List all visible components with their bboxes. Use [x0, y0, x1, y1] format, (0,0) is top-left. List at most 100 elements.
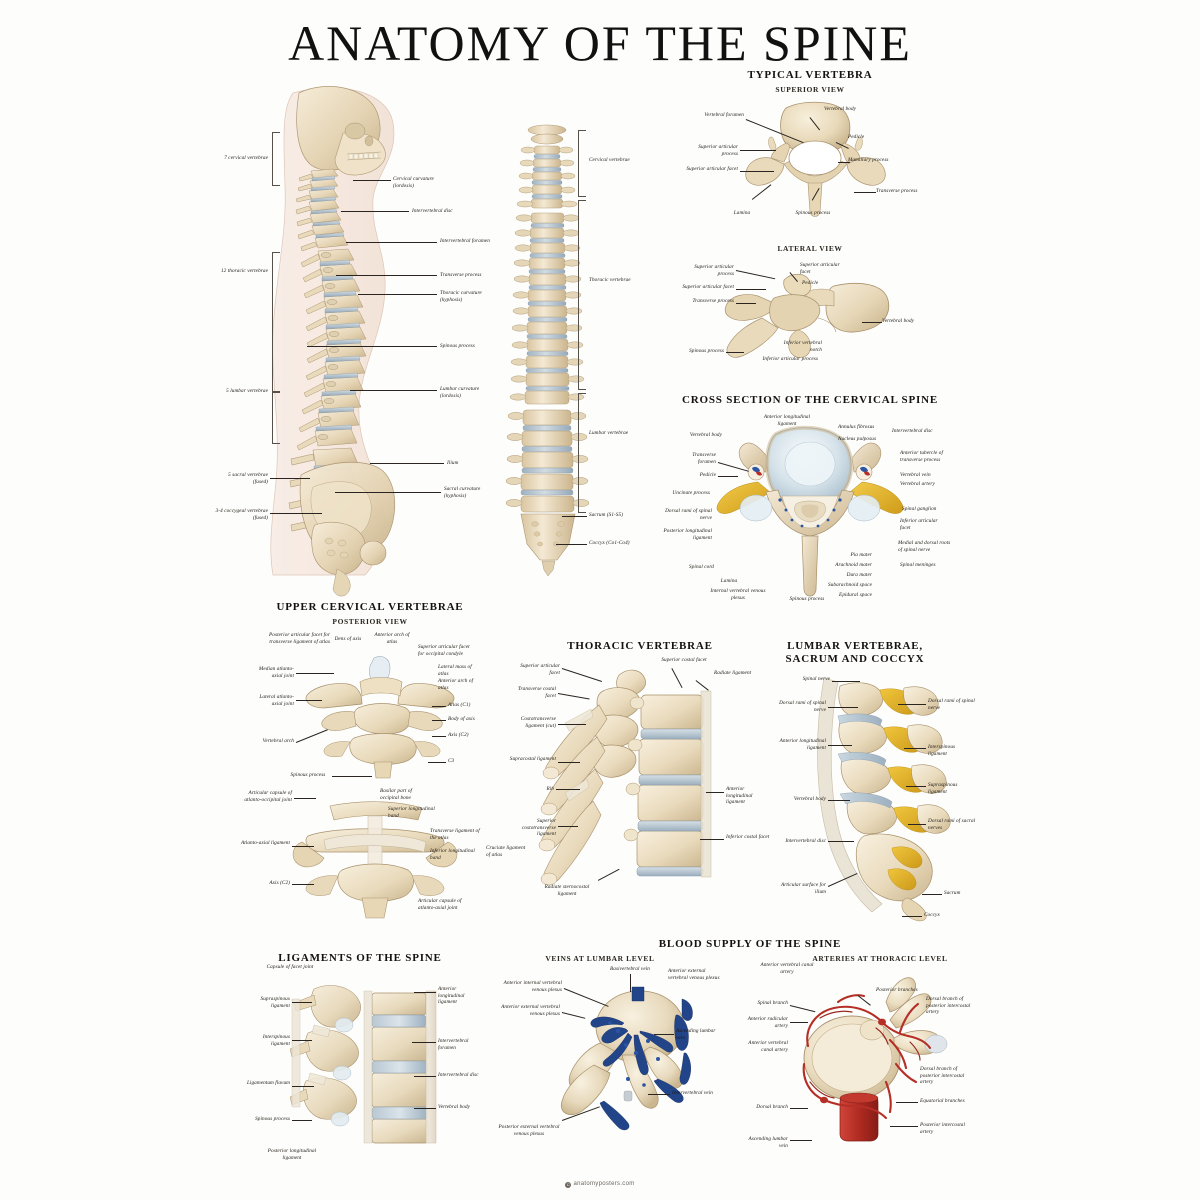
- bracket-thoracic-ant: [578, 200, 586, 390]
- label-dorsal-branch-art: Dorsal branch: [756, 1104, 788, 1110]
- leader-ara: [790, 1022, 808, 1023]
- lumbar-sacrum-title: LUMBAR VERTEBRAE, SACRUM AND COCCYX: [785, 640, 925, 666]
- label-c3: C3: [448, 758, 455, 764]
- label-vertebral-vein: Vertebral vein: [900, 472, 931, 478]
- label-cervical-count: 7 cervical vertebrae: [224, 155, 268, 161]
- leader-isl-ls: [904, 748, 926, 749]
- veins-subtitle: VEINS AT LUMBAR LEVEL: [545, 954, 655, 963]
- label-sacrum-ls: Sacrum: [944, 890, 961, 896]
- label-dorsal-branch-pica: Dorsal branch of posterior intercostal a…: [926, 996, 971, 1016]
- bracket-lumbar: [272, 392, 280, 444]
- label-vb-lat: Vertebral body: [882, 318, 915, 324]
- label-dura-mater: Dura mater: [846, 572, 872, 578]
- label-posterior-intercostal-artery: Posterior intercostal artery: [920, 1122, 965, 1135]
- label-coccyx-ls: Coccyx: [924, 912, 940, 918]
- label-ascending-lumbar-vein: Ascending lumbar vein: [676, 1028, 716, 1041]
- veins-panel: [540, 975, 700, 1135]
- vertebra-lateral-illustration: [724, 273, 890, 358]
- label-ivd-ls: Intervertebral disc: [785, 838, 826, 844]
- credit-text: anatomyposters.com: [573, 1181, 635, 1187]
- label-sup-costal-facet: Superior costal facet: [661, 657, 707, 663]
- label-vb-ls: Vertebral body: [793, 796, 826, 802]
- anterior-spine-panel: [495, 120, 605, 577]
- leader-sp-lat: [307, 346, 437, 347]
- label-pll-ccs: Posterior longitudinal ligament: [663, 528, 712, 541]
- label-alv-art: Ascending lumbar vein: [748, 1136, 788, 1149]
- label-ivf-lig: Intervertebral foramen: [438, 1038, 469, 1051]
- leader-rib-th: [556, 789, 580, 790]
- label-capsule-ao-joint: Articular capsule of atlanto-occipital j…: [244, 790, 292, 803]
- label-coccygeal-count: 3-4 coccygeal vertebrae (fused): [215, 508, 268, 521]
- label-intervertebral-disc-ccs: Intervertebral disc: [892, 428, 933, 434]
- leader-median-aa: [296, 673, 334, 674]
- arteries-panel: [790, 972, 950, 1142]
- label-epidural-space: Epidural space: [839, 592, 872, 598]
- label-rib-th: Rib: [546, 786, 554, 792]
- label-cruciate-ligament: Cruciate ligament of atlas: [486, 845, 526, 858]
- leader-tp-lat: [336, 275, 437, 276]
- label-spinal-nerve-ls: Spinal nerve: [802, 676, 830, 682]
- label-transverse-process-sup: Transverse process: [876, 188, 918, 194]
- label-saf-right: Superior articular facet: [800, 262, 840, 275]
- label-vb-ccs: Vertebral body: [689, 432, 722, 438]
- leader-coccygeal: [270, 513, 322, 514]
- leader-sacrum-ls: [922, 894, 942, 895]
- label-dorsal-rami-ls-left: Dorsal rami of spinal nerve: [779, 700, 826, 713]
- cervical-cross-section-illustration: [716, 425, 904, 597]
- leader-isl: [292, 1040, 312, 1041]
- upper-cervical-title: UPPER CERVICAL VERTEBRAE: [276, 601, 464, 613]
- label-thoracic-vertebrae: Thoracic vertebrae: [589, 277, 631, 283]
- label-lateral-mass-atlas: Lateral mass of atlas: [438, 664, 472, 677]
- leader-lf: [292, 1086, 314, 1087]
- label-capsule-facet-joint: Capsule of facet joint: [266, 964, 314, 970]
- blood-supply-title: BLOOD SUPPLY OF THE SPINE: [658, 938, 842, 950]
- leader-c3: [428, 762, 446, 763]
- label-cervical-lordosis: Cervical curvature (lordosis): [393, 176, 434, 189]
- label-spinous-process-ccs: Spinous process: [789, 596, 825, 602]
- lateral-spine-panel: [215, 75, 515, 597]
- upper-cervical-lower-panel: [290, 800, 460, 920]
- label-equatorial-branches: Equatorial branches: [920, 1098, 965, 1104]
- label-pedicle-lat: Pedicle: [802, 280, 819, 286]
- typical-vertebra-title: TYPICAL VERTEBRA: [747, 69, 873, 81]
- label-lumbar-vertebrae: Lumbar vertebrae: [589, 430, 629, 436]
- anterior-spine-illustration: [505, 124, 590, 577]
- label-transverse-costal-facet: Transverse costal facet: [517, 686, 556, 699]
- label-pll-lig: Posterior longitudinal ligament: [267, 1148, 317, 1161]
- label-sup-facet-occipital: Superior articular facet for occipital c…: [418, 644, 470, 657]
- label-aevvp: Anterior external vertebral venous plexu…: [501, 1004, 560, 1017]
- lumbar-sacrum-illustration: [817, 677, 951, 922]
- label-sp-lat2: Spinous process: [689, 348, 724, 354]
- leader-dorsal-rami-ls: [828, 707, 858, 708]
- lateral-spine-illustration: [270, 86, 396, 597]
- typical-vertebra-superior-subtitle: SUPERIOR VIEW: [775, 85, 845, 94]
- leader-alv: [654, 1034, 674, 1035]
- label-vertebral-foramen: Vertebral foramen: [704, 112, 744, 118]
- leader-all-th: [706, 792, 724, 793]
- label-subarachnoid-space: Subarachnoid space: [827, 582, 872, 588]
- label-spinous-process-uc: Spinous process: [290, 772, 326, 778]
- leader-sp-lat3: [726, 352, 744, 353]
- label-sacral-kyphosis: Sacral curvature (kyphosis): [444, 486, 481, 499]
- thoracic-title: THORACIC VERTEBRAE: [567, 640, 713, 652]
- cruciate-ligament-illustration: [292, 801, 458, 919]
- label-nucleus-pulposus: Nucleus pulposus: [838, 436, 877, 442]
- label-lateral-atlantoaxial: Lateral atlanto-axial joint: [259, 694, 294, 707]
- label-lamina-ccs: Lamina: [720, 578, 738, 584]
- leader-ssl: [292, 1002, 312, 1003]
- label-sup-costotransverse-ligament: Superior costotransverse ligament: [521, 818, 556, 838]
- label-dorsal-rami-ls-right: Dorsal rami of spinal nerve: [928, 698, 975, 711]
- arteries-subtitle: ARTERIES AT THORACIC LEVEL: [812, 954, 948, 963]
- label-transverse-process-lat: Transverse process: [440, 272, 482, 278]
- label-supraspinous-ligament-ls: Supraspinous ligament: [928, 782, 958, 795]
- leader-alv-art: [790, 1140, 812, 1141]
- label-ilium: Ilium: [447, 460, 459, 466]
- label-atlantoaxial-ligament: Atlanto-axial ligament: [240, 840, 290, 846]
- leader-tp-sup: [854, 192, 876, 193]
- label-ant-arch-atlas-top: Anterior arch of atlas: [374, 632, 410, 645]
- label-superior-articular-facet-sup: Superior articular facet: [686, 166, 738, 172]
- page-title: ANATOMY OF THE SPINE: [288, 15, 912, 71]
- label-ivvp-ccs: Internal vertebral venous plexus: [710, 588, 766, 601]
- label-mamillary-process: Mamillary process: [848, 157, 889, 163]
- label-sacral-count: 5 sacral vertebrae (fused): [228, 472, 268, 485]
